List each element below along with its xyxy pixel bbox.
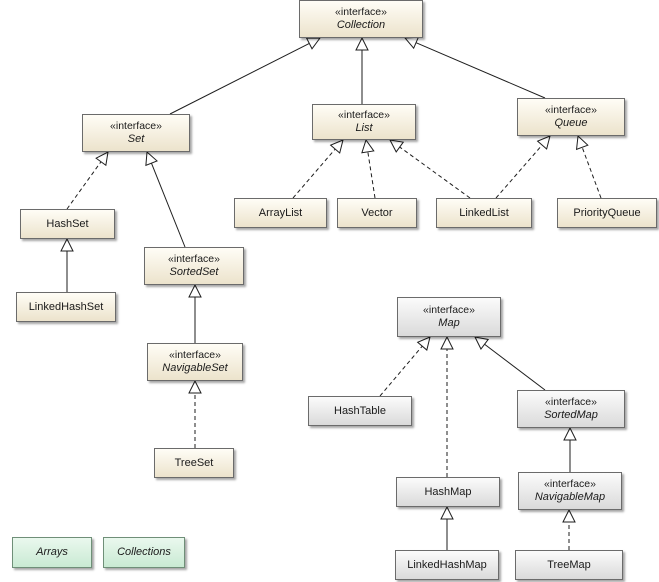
- collections-utility-node[interactable]: Collections: [103, 537, 185, 568]
- hashset-implements-set-connector: [66, 161, 102, 210]
- sortedset-extends-set-connector: [150, 162, 186, 248]
- linkedlist-implements-queue-arrowhead: [536, 135, 551, 150]
- hashset-label: HashSet: [46, 217, 89, 230]
- treemap-implements-navigablemap-arrowhead: [562, 508, 576, 523]
- collections-label: Collections: [117, 546, 171, 558]
- interface-stereotype: «interface»: [338, 109, 390, 121]
- hashtable-label: HashTable: [334, 404, 386, 417]
- list-label: List: [355, 122, 373, 134]
- navigablemap-label: NavigableMap: [534, 491, 606, 503]
- collection-label: Collection: [336, 19, 386, 31]
- hashmap-implements-map-arrowhead: [440, 335, 454, 350]
- priorityqueue-label: PriorityQueue: [573, 206, 641, 219]
- set-extends-collection-arrowhead: [305, 37, 321, 50]
- set-label: Set: [127, 133, 145, 145]
- hashset-implements-set-arrowhead: [95, 151, 109, 167]
- interface-stereotype: «interface»: [169, 349, 221, 361]
- navigableset-interface-node[interactable]: «interface» NavigableSet: [147, 343, 243, 381]
- arraylist-implements-list-arrowhead: [329, 139, 344, 154]
- priorityqueue-implements-queue-connector: [581, 147, 602, 199]
- treemap-class-node[interactable]: TreeMap: [515, 550, 623, 580]
- linkedhashmap-label: LinkedHashMap: [407, 558, 487, 571]
- linkedlist-implements-list-arrowhead: [389, 139, 405, 153]
- sortedmap-interface-node[interactable]: «interface» SortedMap: [517, 390, 625, 428]
- priorityqueue-implements-queue-arrowhead: [575, 134, 589, 151]
- treeset-label: TreeSet: [174, 456, 214, 469]
- hashtable-class-node[interactable]: HashTable: [308, 396, 412, 426]
- vector-class-node[interactable]: Vector: [337, 198, 417, 228]
- hashtable-implements-map-arrowhead: [416, 336, 431, 351]
- interface-stereotype: «interface»: [544, 478, 596, 490]
- arraylist-label: ArrayList: [258, 206, 303, 219]
- sortedmap-extends-map-connector: [484, 343, 546, 391]
- linkedlist-implements-list-connector: [399, 146, 471, 199]
- queue-extends-collection-connector: [415, 42, 546, 99]
- priorityqueue-class-node[interactable]: PriorityQueue: [557, 198, 657, 228]
- sortedmap-extends-map-arrowhead: [474, 336, 490, 350]
- set-extends-collection-connector: [169, 42, 310, 115]
- sortedset-label: SortedSet: [169, 266, 219, 278]
- treeset-class-node[interactable]: TreeSet: [154, 448, 234, 478]
- arraylist-implements-list-connector: [292, 148, 336, 199]
- hashtable-implements-map-connector: [379, 345, 423, 397]
- interface-stereotype: «interface»: [423, 304, 475, 316]
- hashmap-class-node[interactable]: HashMap: [396, 477, 500, 507]
- vector-label: Vector: [361, 206, 393, 219]
- linkedhashmap-extends-hashmap-arrowhead: [440, 505, 454, 520]
- linkedlist-label: LinkedList: [459, 206, 509, 219]
- hashmap-label: HashMap: [424, 485, 472, 498]
- hashset-class-node[interactable]: HashSet: [20, 209, 115, 239]
- sortedset-extends-set-arrowhead: [145, 150, 158, 167]
- list-interface-node[interactable]: «interface» List: [312, 104, 416, 140]
- vector-implements-list-connector: [367, 151, 376, 199]
- interface-stereotype: «interface»: [110, 120, 162, 132]
- map-label: Map: [438, 317, 460, 329]
- map-interface-node[interactable]: «interface» Map: [397, 297, 501, 337]
- treemap-label: TreeMap: [547, 558, 591, 571]
- navigableset-extends-sortedset-arrowhead: [188, 283, 202, 298]
- arraylist-class-node[interactable]: ArrayList: [234, 198, 327, 228]
- linkedlist-class-node[interactable]: LinkedList: [436, 198, 532, 228]
- collection-interface-node[interactable]: «interface» Collection: [299, 0, 423, 38]
- vector-implements-list-arrowhead: [361, 138, 375, 154]
- interface-stereotype: «interface»: [545, 396, 597, 408]
- navigableset-label: NavigableSet: [162, 362, 228, 374]
- linkedlist-implements-queue-connector: [495, 144, 543, 199]
- set-interface-node[interactable]: «interface» Set: [82, 114, 190, 152]
- sortedset-interface-node[interactable]: «interface» SortedSet: [144, 247, 244, 285]
- arrays-utility-node[interactable]: Arrays: [12, 537, 92, 568]
- interface-stereotype: «interface»: [168, 253, 220, 265]
- queue-interface-node[interactable]: «interface» Queue: [517, 98, 625, 136]
- queue-label: Queue: [554, 117, 588, 129]
- linkedhashset-label: LinkedHashSet: [28, 300, 104, 313]
- interface-stereotype: «interface»: [335, 6, 387, 18]
- treeset-implements-navigableset-arrowhead: [188, 379, 202, 394]
- interface-stereotype: «interface»: [545, 104, 597, 116]
- linkedhashset-extends-hashset-arrowhead: [60, 237, 74, 252]
- linkedhashmap-class-node[interactable]: LinkedHashMap: [395, 550, 499, 580]
- navigablemap-interface-node[interactable]: «interface» NavigableMap: [518, 472, 622, 510]
- arrays-label: Arrays: [36, 546, 68, 558]
- navigablemap-extends-sortedmap-arrowhead: [563, 426, 577, 441]
- queue-extends-collection-arrowhead: [403, 36, 420, 50]
- list-extends-collection-arrowhead: [355, 36, 369, 51]
- sortedmap-label: SortedMap: [544, 409, 598, 421]
- linkedhashset-class-node[interactable]: LinkedHashSet: [16, 292, 116, 322]
